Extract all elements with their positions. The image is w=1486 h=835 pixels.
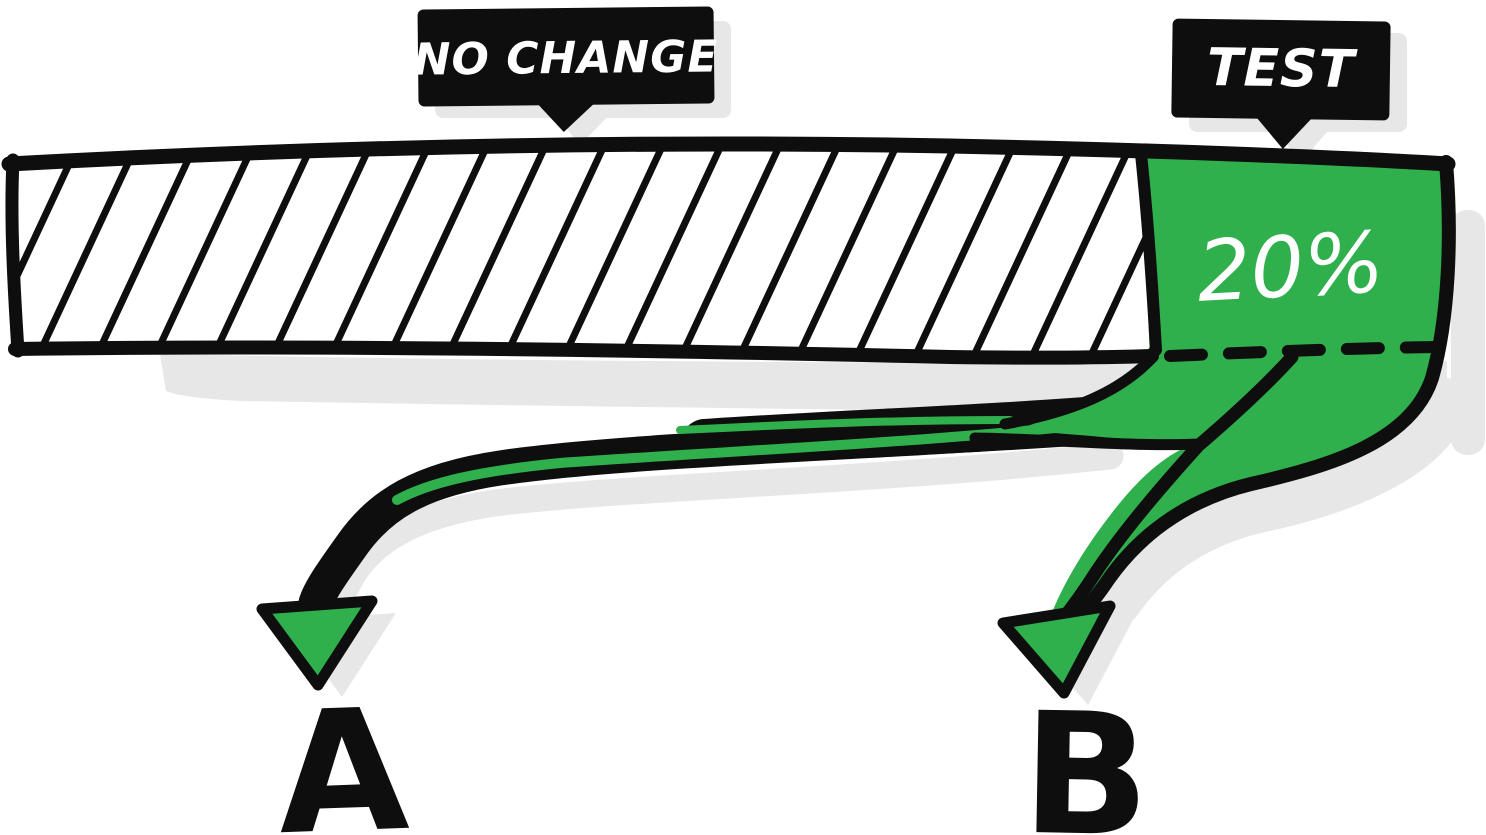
test-segment-fill <box>1010 153 1450 618</box>
arrowhead-b <box>997 600 1116 699</box>
test-label: TEST <box>1207 38 1358 100</box>
flow-b-outer-edge <box>1069 155 1456 629</box>
no-change-bubble-tail <box>532 97 601 133</box>
flow-b-shadow <box>1094 378 1471 625</box>
test-bottom-dashed-line <box>1164 341 1447 362</box>
control-segment-hatch <box>17 146 1157 351</box>
arrowhead-b-triangle <box>997 600 1116 699</box>
bar-bottom-edge <box>8 340 1159 365</box>
flow-a-green-top-sliver <box>676 416 1014 434</box>
bar-left-edge <box>5 153 25 358</box>
segment-boundary-edge <box>1135 148 1162 356</box>
test-bubble-tail <box>1253 113 1316 150</box>
wedge-bottom-edge <box>969 432 1206 451</box>
bar-top-edge <box>1 136 1456 172</box>
arrowhead-a <box>256 595 378 691</box>
test-segment <box>969 153 1456 629</box>
wedge-top-edge <box>999 352 1158 430</box>
test-share-label: 20% <box>1195 213 1387 321</box>
variant-b-label: B <box>1020 676 1151 835</box>
arrowhead-a-triangle <box>256 595 378 691</box>
no-change-bubble: NO CHANGE <box>413 6 719 133</box>
variant-a-label: A <box>275 672 412 835</box>
ab-test-bar <box>10 143 1448 352</box>
no-change-label: NO CHANGE <box>413 31 718 85</box>
test-bubble-box <box>1171 18 1391 121</box>
test-bubble: TEST <box>1171 18 1391 150</box>
flow-a-shadow <box>315 442 1124 636</box>
flow-b-split-edge <box>1055 350 1299 627</box>
bar-outline <box>1 136 1456 365</box>
no-change-bubble-box <box>417 6 715 107</box>
